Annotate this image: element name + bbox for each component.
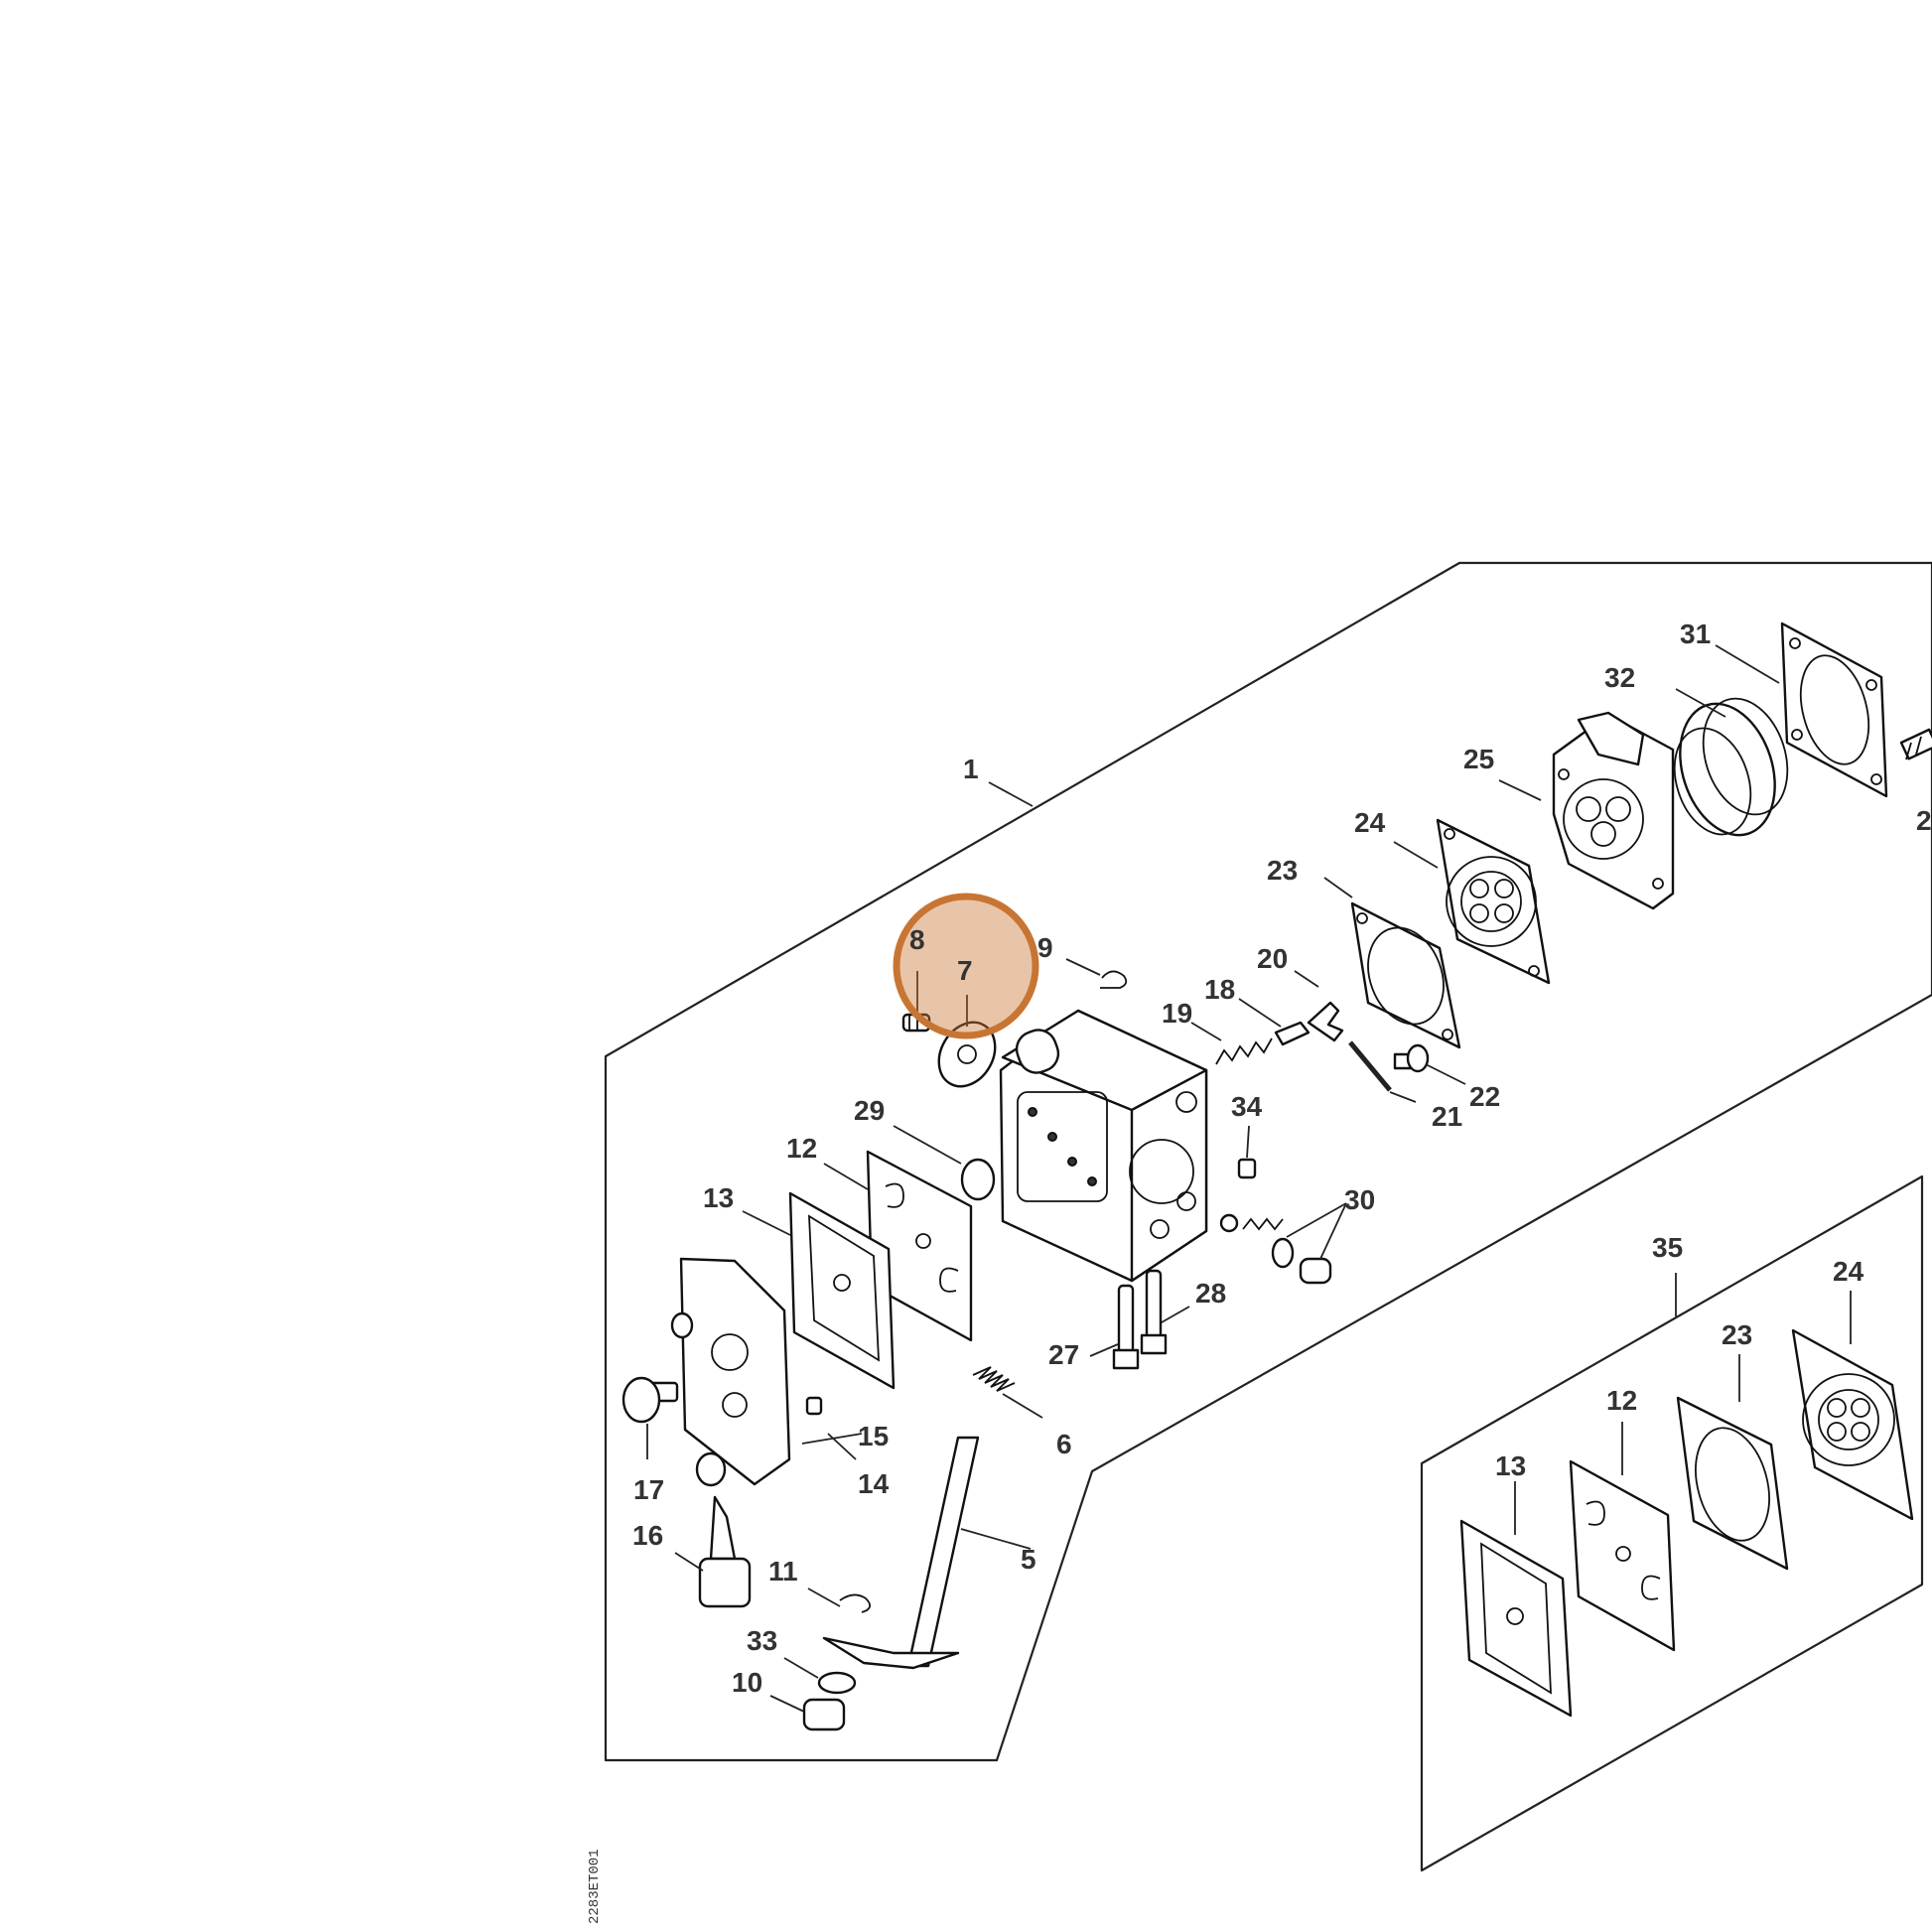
clip-part-9: [1100, 970, 1128, 989]
label-part-25: 25: [1463, 744, 1494, 774]
label-part-34: 34: [1231, 1091, 1263, 1122]
label-part-13: 13: [703, 1182, 734, 1213]
label-part-1: 1: [963, 754, 979, 784]
label-part-22: 22: [1469, 1081, 1500, 1112]
leader-lines: [646, 644, 1852, 1713]
label-part-18: 18: [1204, 974, 1235, 1005]
pump-cover-part: [1552, 711, 1675, 910]
label-part-32: 32: [1604, 662, 1635, 693]
screw-part-22: [1393, 1043, 1430, 1073]
flange-gasket-part: [1780, 621, 1888, 798]
pump-gasket-part: [1350, 901, 1461, 1049]
highlight-marker[interactable]: [893, 893, 1039, 1039]
plug-part-34: [1237, 1158, 1257, 1179]
throttle-shaft-part: [822, 1436, 980, 1670]
label-part-15: 15: [858, 1421, 889, 1451]
label-part-20: 20: [1257, 943, 1288, 974]
plug-part-15: [805, 1396, 823, 1416]
label-part-30: 30: [1344, 1184, 1375, 1215]
main-assembly-frame: [604, 561, 1932, 1762]
label-part-17: 17: [633, 1474, 664, 1505]
label-part-19: 19: [1162, 998, 1192, 1029]
carburetor-body-part: [999, 1009, 1208, 1283]
pump-diaphragm-part: [1436, 818, 1551, 985]
drawing-code: 2283ET001: [587, 1849, 603, 1924]
screw-part-2: [1899, 728, 1932, 760]
kit-diaphragm-12-part: [1569, 1459, 1676, 1652]
high-speed-screw-part: [1140, 1269, 1168, 1355]
label-part-13-kit: 13: [1495, 1450, 1526, 1481]
label-part-14: 14: [858, 1468, 890, 1499]
label-part-27: 27: [1048, 1339, 1079, 1370]
label-part-35: 35: [1652, 1232, 1683, 1263]
metering-gasket-part: [788, 1191, 896, 1390]
kit-gasket-23-part: [1676, 1396, 1789, 1571]
clip-part-11: [839, 1593, 872, 1613]
filter-screen-part: [960, 1158, 996, 1201]
kit-diaphragm-24-part: [1791, 1328, 1914, 1521]
spring-part-6: [972, 1366, 1016, 1392]
cover-plate-part-7: [937, 1021, 997, 1088]
label-part-24-kit: 24: [1833, 1256, 1864, 1287]
label-part-31: 31: [1680, 619, 1711, 649]
label-part-16: 16: [632, 1520, 663, 1551]
adjustment-needle-set-part: [1219, 1213, 1332, 1285]
label-part-12-kit: 12: [1606, 1385, 1637, 1416]
label-part-9: 9: [1037, 932, 1053, 963]
label-part-28: 28: [1195, 1278, 1226, 1309]
inlet-needle-part: [1274, 1021, 1311, 1046]
label-part-2: 2: [1916, 805, 1932, 836]
gasket-kit-frame: [1420, 1174, 1924, 1872]
label-part-5: 5: [1021, 1544, 1036, 1575]
label-part-23-kit: 23: [1722, 1319, 1752, 1350]
label-part-24: 24: [1354, 807, 1386, 838]
label-part-10: 10: [732, 1667, 762, 1698]
metering-cover-part: [670, 1257, 791, 1487]
pin-part-21: [1348, 1040, 1392, 1092]
washer-part-33: [817, 1671, 857, 1695]
nut-part-10: [802, 1698, 846, 1731]
choke-knob-part: [698, 1495, 752, 1608]
cover-screw-part: [621, 1376, 679, 1424]
label-part-12: 12: [786, 1133, 817, 1164]
idle-screw-part: [1112, 1284, 1140, 1370]
label-part-7: 7: [957, 955, 973, 986]
label-part-33: 33: [747, 1625, 777, 1656]
label-part-21: 21: [1432, 1101, 1462, 1132]
label-part-29: 29: [854, 1095, 885, 1126]
inlet-lever-part: [1307, 1001, 1344, 1042]
label-part-6: 6: [1056, 1429, 1072, 1459]
label-part-11: 11: [768, 1556, 798, 1587]
throttle-adapter-part: [1673, 697, 1789, 837]
label-part-23: 23: [1267, 855, 1298, 886]
spring-part-19: [1215, 1037, 1273, 1065]
kit-gasket-13-part: [1459, 1519, 1573, 1718]
label-part-8: 8: [909, 924, 925, 955]
